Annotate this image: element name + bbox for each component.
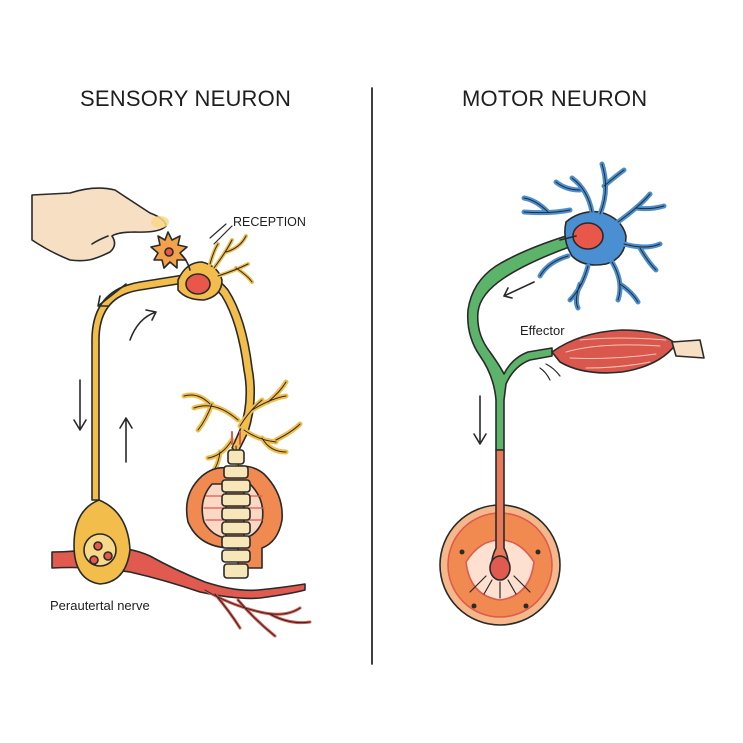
reception-label: RECEPTION bbox=[233, 215, 306, 229]
ganglion bbox=[73, 499, 131, 585]
arrow-left-icon bbox=[97, 283, 127, 307]
motor-arrows bbox=[473, 281, 535, 445]
sensory-cell-body bbox=[177, 234, 254, 301]
peripheral-nerve-label: Perautertal nerve bbox=[50, 598, 150, 613]
arrow-left-icon bbox=[503, 281, 535, 299]
sensory-arrows bbox=[73, 283, 157, 463]
hand-icon bbox=[31, 187, 169, 262]
motor-cell-body bbox=[521, 161, 667, 311]
sensory-dendrites bbox=[181, 379, 303, 477]
arrow-down-icon bbox=[73, 379, 87, 431]
arrow-curve-icon bbox=[129, 309, 157, 341]
motor-neuron-title: MOTOR NEURON bbox=[462, 86, 648, 111]
arrow-up-icon bbox=[119, 417, 133, 463]
muscle-icon bbox=[539, 329, 705, 381]
stimulus-burst-icon bbox=[150, 231, 191, 271]
arrow-down-icon bbox=[473, 395, 487, 445]
motor-axon bbox=[466, 235, 573, 451]
vertebra-icon bbox=[221, 431, 251, 579]
sensory-neuron-title: SENSORY NEURON bbox=[80, 86, 292, 111]
effector-label: Effector bbox=[520, 323, 565, 338]
